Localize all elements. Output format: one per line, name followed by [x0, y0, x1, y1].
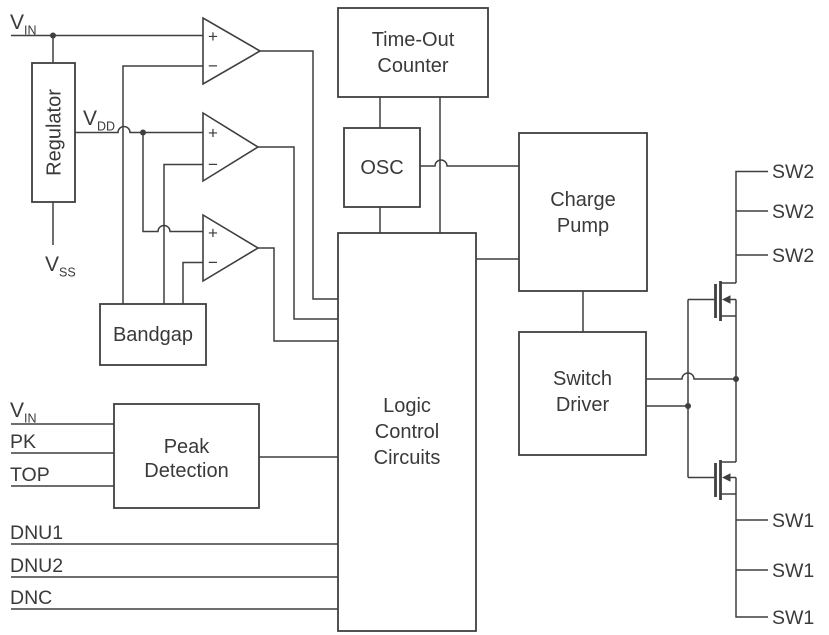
comparator-1-plus-sign: +: [208, 27, 218, 46]
wire-vdd-to-comp3: [142, 132, 203, 233]
comparator-2-triangle: [202, 111, 260, 183]
bandgap-box: [99, 303, 207, 366]
comparator-2-plus-sign: +: [208, 124, 218, 143]
wires: [11, 34, 768, 618]
wire-sw1-bus: [735, 477, 768, 618]
comparator-2-minus-sign: −: [208, 155, 218, 174]
pin-label-pk: PK: [10, 431, 36, 453]
timeout-counter-block: Time-Out Counter: [337, 7, 489, 98]
junction-gate-bus: [685, 403, 691, 409]
regulator-label: Regulator: [44, 89, 66, 176]
comparator-3-triangle: [202, 213, 260, 283]
pin-label-dnc: DNC: [10, 587, 52, 609]
pin-label-sw1-1: SW1: [772, 510, 814, 532]
peak-detection-block: Peak Detection: [113, 403, 260, 509]
pin-label-sw1-3: SW1: [772, 607, 814, 629]
comparator-3-icon: + −: [202, 213, 260, 283]
comparator-1-icon: + −: [202, 16, 262, 86]
pin-label-vin-left: VIN: [10, 399, 37, 426]
comparator-3-minus-sign: −: [208, 253, 218, 272]
charge-pump-box: [518, 132, 648, 292]
wire-comp3-out: [258, 247, 338, 342]
mosfet-bottom-icon: [688, 460, 736, 500]
comparator-1-triangle: [202, 16, 262, 86]
wire-comp2-ref: [163, 163, 203, 304]
regulator-box: [31, 62, 76, 203]
bandgap-label: Bandgap: [113, 324, 193, 346]
charge-pump-block: Charge Pump: [518, 132, 648, 292]
comparator-1-minus-sign: −: [208, 57, 218, 76]
junction-vin: [50, 32, 56, 39]
wire-osc-to-chargepump: [420, 159, 519, 167]
pin-label-sw2-3: SW2: [772, 245, 814, 267]
timeout-counter-label-line2: Counter: [377, 55, 448, 77]
wire-comp1-out: [260, 50, 338, 300]
wire-vdd: [75, 125, 203, 134]
wire-comp2-out: [258, 146, 338, 320]
pin-label-vss: VSS: [45, 253, 76, 280]
comparator-2-icon: + −: [202, 111, 260, 183]
logic-control-label-line3: Circuits: [374, 447, 441, 469]
switch-driver-box: [518, 331, 647, 456]
peak-detection-label-line2: Detection: [144, 460, 229, 482]
peak-detection-box: [113, 403, 260, 509]
regulator-block: Regulator: [31, 62, 76, 203]
wire-comp1-ref: [122, 65, 203, 304]
pin-label-top: TOP: [10, 464, 50, 486]
pin-label-dnu2: DNU2: [10, 555, 63, 577]
charge-pump-label-line1: Charge: [550, 189, 616, 211]
pin-label-sw1-2: SW1: [772, 560, 814, 582]
mosfet-top-icon: [688, 281, 736, 321]
logic-control-label-line1: Logic: [383, 395, 431, 417]
wire-comp3-ref: [182, 261, 203, 304]
pin-label-sw2-2: SW2: [772, 201, 814, 223]
switch-driver-block: Switch Driver: [518, 331, 647, 456]
wire-switchdriver-out1: [646, 372, 736, 380]
charge-pump-label-line2: Pump: [557, 215, 609, 237]
peak-detection-label-line1: Peak: [164, 436, 211, 458]
logic-control-block: Logic Control Circuits: [337, 232, 477, 632]
pin-label-dnu1: DNU1: [10, 522, 63, 544]
pin-label-vin-top: VIN: [10, 11, 37, 38]
osc-box: [343, 127, 421, 208]
timeout-counter-box: [337, 7, 489, 98]
osc-label: OSC: [360, 157, 403, 179]
junction-mid-bus: [733, 376, 739, 382]
logic-control-label-line2: Control: [375, 421, 439, 443]
junction-vdd: [140, 129, 146, 136]
mosfet-bottom-body-arrow: [722, 473, 731, 482]
switch-driver-label-line1: Switch: [553, 368, 612, 390]
timeout-counter-label-line1: Time-Out: [372, 29, 455, 51]
junction-dots: [50, 32, 739, 409]
switch-driver-label-line2: Driver: [556, 394, 610, 416]
logic-control-box: [337, 232, 477, 632]
comparator-3-plus-sign: +: [208, 224, 218, 243]
pin-labels: VIN VDD VSS VIN PK TOP DNU1 DNU2 DNC SW2…: [10, 11, 814, 629]
pin-label-sw2-1: SW2: [772, 161, 814, 183]
pin-label-vdd: VDD: [83, 107, 115, 134]
bandgap-block: Bandgap: [99, 303, 207, 366]
wire-sw2-bus: [735, 170, 768, 283]
mosfet-top-body-arrow: [722, 295, 731, 304]
osc-block: OSC: [343, 127, 421, 208]
